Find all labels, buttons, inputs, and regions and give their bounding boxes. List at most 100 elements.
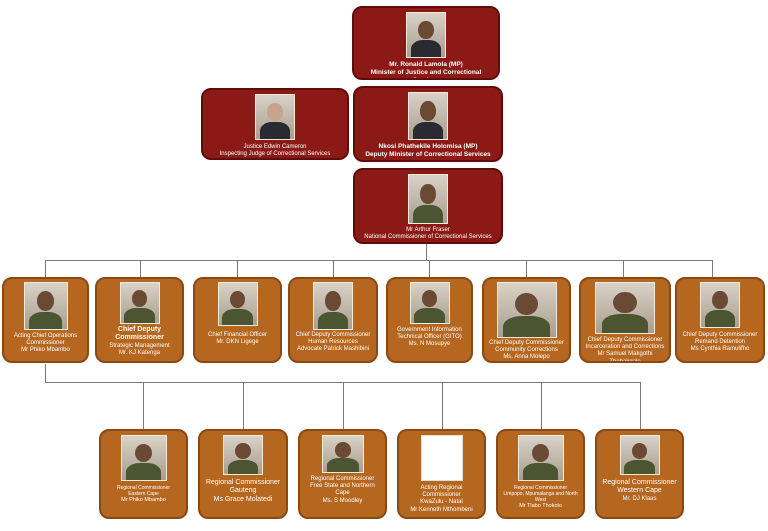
deputy-minister-name: Nkosi Phathekile Holomisa (MP) bbox=[378, 143, 478, 150]
row2-box-limpopo: Regional Commissioner Limpopo, Mpumalang… bbox=[496, 429, 585, 519]
connector-row1-drop bbox=[526, 260, 527, 277]
western-cape-region: Western Cape bbox=[617, 487, 662, 495]
row1-box-gito: Government Information Technical Officer… bbox=[386, 277, 473, 363]
western-cape-title: Regional Commissioner bbox=[602, 479, 677, 486]
remand-name: Ms Cynthia Ramulifho bbox=[690, 346, 750, 353]
strategic-unit: Strategic Management bbox=[109, 342, 170, 349]
row2-box-eastern-cape: Regional Commissioner Eastern Cape Mr Ph… bbox=[99, 429, 188, 519]
row1-box-strategic: Chief Deputy Commissioner Strategic Mana… bbox=[95, 277, 184, 363]
strategic-photo bbox=[119, 282, 160, 324]
hr-name: Advocate Patrick Mashibini bbox=[296, 346, 370, 353]
kwazulu-natal-title: Acting Regional Commissioner bbox=[420, 485, 463, 499]
remand-unit: Remand Detention bbox=[694, 339, 746, 346]
row2-box-free-state: Regional Commissioner Free State and Nor… bbox=[298, 429, 387, 519]
connector-row1-bus bbox=[45, 260, 713, 261]
minister-name: Mr. Ronald Lamola (MP) bbox=[389, 61, 463, 68]
connector-row1-drop bbox=[140, 260, 141, 277]
national-commissioner-box: Mr Arthur Fraser National Commissioner o… bbox=[353, 168, 503, 244]
row1-box-community: Chief Deputy Commissioner Community Corr… bbox=[482, 277, 571, 363]
judge-photo bbox=[255, 94, 295, 140]
free-state-photo bbox=[321, 435, 364, 473]
community-photo bbox=[496, 282, 557, 338]
coo-name: Mr Phiko Mbambo bbox=[21, 347, 70, 354]
strategic-title: Chief Deputy Commissioner bbox=[115, 326, 164, 342]
connector-row2-drop bbox=[243, 382, 244, 429]
deputy-minister-photo bbox=[408, 92, 448, 140]
row2-box-kwazulu-natal: Acting Regional Commissioner KwaZulu - N… bbox=[397, 429, 486, 519]
connector-row1-drop bbox=[45, 260, 46, 277]
free-state-name: Ms. S Moodley bbox=[322, 497, 363, 504]
remand-photo bbox=[700, 282, 740, 328]
free-state-title: Regional Commissioner bbox=[310, 476, 375, 482]
coo-photo bbox=[23, 282, 68, 330]
eastern-cape-region: Eastern Cape bbox=[128, 491, 159, 497]
eastern-cape-name: Mr Phiko Mbambo bbox=[121, 497, 166, 503]
hr-photo bbox=[313, 282, 353, 330]
community-unit: Community Corrections bbox=[495, 347, 558, 354]
connector-row1-drop bbox=[712, 260, 713, 277]
connector-row2-drop bbox=[343, 382, 344, 429]
incarceration-unit: Incarceration and Corrections bbox=[585, 344, 665, 351]
cfo-title: Chief Financial Officer bbox=[208, 332, 267, 338]
row2-box-western-cape: Regional Commissioner Western Cape Mr. D… bbox=[595, 429, 684, 519]
kwazulu-natal-photo bbox=[420, 435, 463, 481]
hr-title: Chief Deputy Commissioner bbox=[295, 332, 371, 338]
connector-row1-drop bbox=[429, 260, 430, 277]
coo-title: Acting Chief Operations Commissioner bbox=[13, 333, 78, 347]
connector-row1-drop bbox=[623, 260, 624, 277]
connector-row1-drop bbox=[333, 260, 334, 277]
connector-coo-to-regions bbox=[45, 364, 46, 383]
free-state-region: Free State and Northern Cape bbox=[310, 483, 375, 497]
gauteng-photo bbox=[223, 435, 263, 475]
gauteng-title: Regional Commissioner bbox=[205, 479, 281, 486]
judge-name: Justice Edwin Cameron bbox=[243, 144, 307, 150]
community-name: Ms. Anna Molepo bbox=[503, 354, 550, 361]
national-commissioner-title: National Commissioner of Correctional Se… bbox=[364, 234, 492, 241]
incarceration-title: Chief Deputy Commissioner bbox=[587, 337, 663, 343]
incarceration-name: Mr Samuel Makgothi Thobakgale bbox=[597, 351, 653, 363]
cfo-name: Mr. DKN Ligege bbox=[216, 339, 259, 346]
western-cape-photo bbox=[619, 435, 660, 475]
row1-box-cfo: Chief Financial Officer Mr. DKN Ligege bbox=[193, 277, 282, 363]
gito-photo bbox=[409, 282, 450, 324]
row2-box-gauteng: Regional Commissioner Gauteng Ms Grace M… bbox=[198, 429, 288, 519]
row1-box-incarceration: Chief Deputy Commissioner Incarceration … bbox=[579, 277, 671, 363]
deputy-minister-title: Deputy Minister of Correctional Services bbox=[365, 150, 491, 158]
national-commissioner-photo bbox=[408, 174, 448, 224]
minister-box: Mr. Ronald Lamola (MP) Minister of Justi… bbox=[352, 6, 500, 80]
eastern-cape-photo bbox=[120, 435, 167, 481]
connector-row2-drop bbox=[143, 382, 144, 429]
hr-unit: Human Resources bbox=[308, 339, 358, 346]
gauteng-region: Gauteng bbox=[229, 487, 257, 495]
cfo-photo bbox=[217, 282, 258, 326]
limpopo-title: Regional Commissioner bbox=[513, 485, 568, 491]
judge-title: Inspecting Judge of Correctional Service… bbox=[219, 151, 331, 158]
connector-row2-drop bbox=[640, 382, 641, 429]
gauteng-name: Ms Grace Molatedi bbox=[213, 495, 273, 503]
national-commissioner-name: Mr Arthur Fraser bbox=[406, 227, 450, 233]
limpopo-photo bbox=[517, 435, 564, 481]
western-cape-name: Mr. DJ Klaas bbox=[622, 495, 657, 502]
connector-row2-drop bbox=[541, 382, 542, 429]
gito-title: Government Information Technical Officer… bbox=[397, 327, 462, 341]
minister-photo bbox=[406, 12, 446, 58]
connector-row2-drop bbox=[442, 382, 443, 429]
strategic-name: Mr. KJ Katenga bbox=[118, 349, 161, 356]
kwazulu-natal-name: Mr Kenneth Mthombeni bbox=[410, 506, 473, 513]
kwazulu-natal-region: KwaZulu - Natal bbox=[420, 499, 463, 506]
row1-box-hr: Chief Deputy Commissioner Human Resource… bbox=[288, 277, 378, 363]
row1-box-remand: Chief Deputy Commissioner Remand Detenti… bbox=[675, 277, 765, 363]
row1-box-coo: Acting Chief Operations Commissioner Mr … bbox=[2, 277, 89, 363]
eastern-cape-title: Regional Commissioner bbox=[116, 485, 171, 491]
gito-name: Ms. N Mosupye bbox=[408, 341, 451, 348]
minister-title: Minister of Justice and Correctional Ser… bbox=[370, 68, 482, 78]
deputy-minister-box: Nkosi Phathekile Holomisa (MP) Deputy Mi… bbox=[353, 86, 503, 162]
community-title: Chief Deputy Commissioner bbox=[489, 340, 564, 346]
limpopo-name: Mr Tlabo Thokolo bbox=[519, 503, 562, 509]
judge-box: Justice Edwin Cameron Inspecting Judge o… bbox=[201, 88, 349, 160]
remand-title: Chief Deputy Commissioner bbox=[682, 332, 758, 338]
incarceration-photo bbox=[595, 282, 655, 334]
limpopo-region: Limpopo, Mpumalanga and North West bbox=[503, 491, 578, 503]
connector-nc-to-row1 bbox=[426, 244, 427, 260]
connector-row1-drop bbox=[237, 260, 238, 277]
